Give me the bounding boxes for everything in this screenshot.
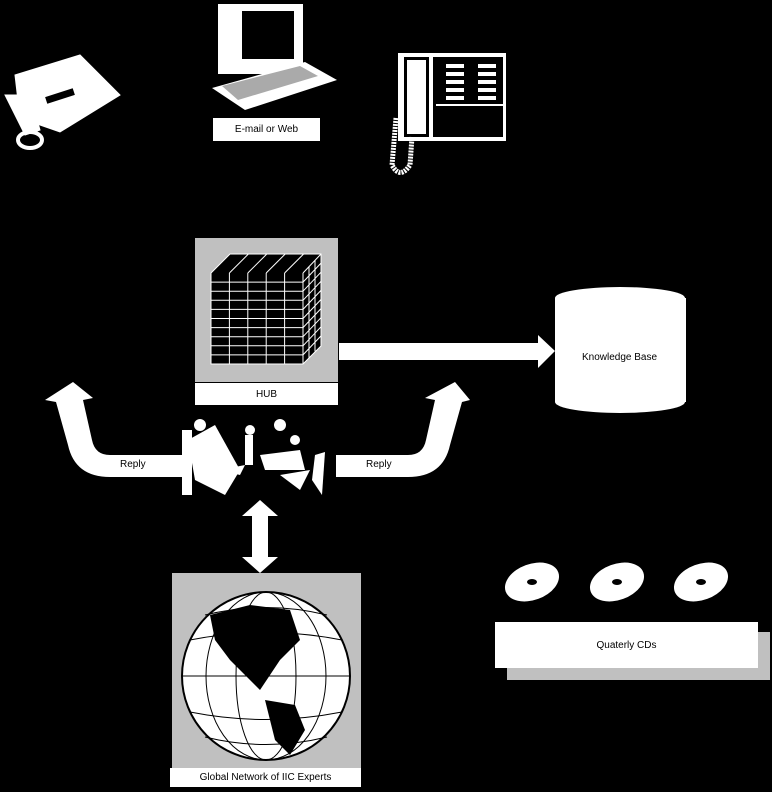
hub-label: HUB bbox=[195, 382, 338, 405]
experts-meeting-image bbox=[182, 419, 325, 495]
experts-label: Global Network of IIC Experts bbox=[170, 768, 361, 787]
knowledge-base-label: Knowledge Base bbox=[582, 352, 658, 363]
arrow-to-knowledge-base bbox=[339, 335, 555, 368]
globe-icon bbox=[181, 591, 351, 761]
email-or-web-label: E-mail or Web bbox=[213, 118, 320, 141]
computer-icon bbox=[212, 4, 337, 110]
reply-left-label: Reply bbox=[120, 459, 146, 470]
fax-machine-icon bbox=[4, 54, 121, 150]
hub-cube-icon bbox=[210, 253, 322, 365]
knowledge-base-cylinder bbox=[555, 287, 686, 413]
reply-arrow-right bbox=[336, 382, 470, 477]
double-arrow-vertical bbox=[242, 500, 278, 573]
reply-right-label: Reply bbox=[366, 459, 392, 470]
reply-arrow-left bbox=[45, 382, 182, 477]
cd-icons bbox=[504, 562, 729, 602]
quarterly-cds-label: Quaterly CDs bbox=[495, 622, 758, 668]
telephone-icon bbox=[389, 53, 506, 175]
